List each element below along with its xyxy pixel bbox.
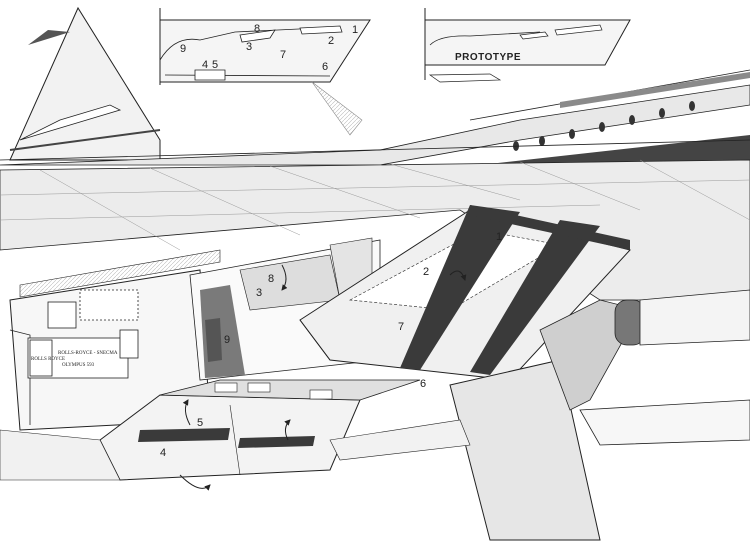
motion-arrows: [179, 264, 467, 491]
main-label-7: 7: [398, 321, 404, 333]
inset-left-label-6: 6: [322, 61, 328, 73]
main-label-3: 3: [256, 287, 262, 299]
badge-line1: ROLLS-ROYCE - SNECMA: [58, 351, 118, 356]
inset-left-label-7: 7: [280, 49, 286, 61]
fuselage-windows: [513, 101, 695, 151]
inset-left-label-3: 3: [246, 41, 252, 53]
inset-right-caption: PROTOTYPE: [455, 52, 521, 63]
main-label-4: 4: [160, 447, 166, 459]
main-label-2: 2: [423, 266, 429, 278]
engine-badge: ROLLS ROYCE ROLLS-ROYCE - SNECMA OLYMPUS…: [27, 329, 139, 379]
tail-fin: [9, 6, 161, 161]
main-label-5: 5: [197, 417, 203, 429]
badge-line2: OLYMPUS 593: [62, 363, 95, 368]
badge-logo: ROLLS ROYCE: [31, 357, 65, 362]
main-label-9: 9: [224, 334, 230, 346]
main-label-6: 6: [420, 378, 426, 390]
inset-left-label-9: 9: [180, 43, 186, 55]
inset-right: PROTOTYPE: [418, 6, 638, 84]
inset-left: 9 8 3 7 2 1 4 5 6: [155, 6, 380, 136]
inset-left-label-2: 2: [328, 35, 334, 47]
main-label-8: 8: [268, 273, 274, 285]
inset-left-label-4: 4: [202, 59, 208, 71]
inset-left-label-5: 5: [212, 59, 218, 71]
main-label-1: 1: [496, 231, 502, 243]
main-cutaway-view: ROLLS ROYCE ROLLS-ROYCE - SNECMA OLYMPUS…: [0, 159, 750, 541]
inset-left-label-1: 1: [352, 24, 358, 36]
inset-left-label-8: 8: [254, 23, 260, 35]
landing-gear-strut: [449, 359, 601, 541]
